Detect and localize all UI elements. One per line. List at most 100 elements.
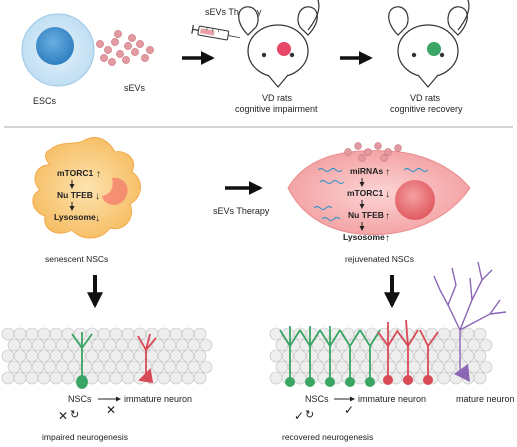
tissue-cell (443, 360, 457, 374)
sev-particle (108, 58, 116, 66)
tissue-cell (193, 349, 207, 363)
sev-particle (122, 56, 130, 64)
sev-particle (96, 40, 104, 48)
nsc-cell-body (305, 377, 315, 387)
rejuvenated-caption: rejuvenated NSCs (345, 254, 414, 264)
mirna-squiggles (313, 167, 429, 222)
tissue-cell (49, 327, 63, 341)
tissue-band-left (1, 327, 213, 385)
sev-particle (104, 46, 112, 54)
rej-mtorc1-label: mTORC1 (347, 188, 383, 198)
nsc-cell-bodies (285, 377, 375, 387)
tissue-cell (7, 360, 21, 374)
sen-lysosome-label: Lysosome (54, 212, 96, 222)
tissue-cell (365, 327, 379, 341)
immature-neuron-red-left (137, 333, 157, 384)
brain-lesion-marker (277, 42, 291, 56)
tissue-cell (199, 338, 213, 352)
cross-icon: ✕ (58, 409, 68, 423)
tissue-cell (353, 349, 367, 363)
tissue-cell (73, 349, 87, 363)
immature-neuron-body (423, 375, 433, 385)
tissue-cell (479, 360, 493, 374)
nsc-green-left (71, 332, 93, 389)
tissue-cell (293, 371, 307, 385)
tissue-cell (67, 360, 81, 374)
nsc-cell-body (325, 377, 335, 387)
tissue-cell (419, 360, 433, 374)
tissue-cell (181, 371, 195, 385)
tissue-cell (37, 371, 51, 385)
tissue-cell (157, 327, 171, 341)
tissue-cell (151, 360, 165, 374)
up-arrow-icon: ↑ (385, 167, 390, 178)
tissue-cell (121, 327, 135, 341)
tissue-cell (341, 349, 355, 363)
tissue-cell (31, 360, 45, 374)
tissue-cell (269, 371, 283, 385)
sev-particle (124, 42, 132, 50)
nscs-label-right: NSCs (305, 394, 329, 404)
rat-recovered (388, 0, 470, 88)
tissue-cell (25, 371, 39, 385)
tissue-cell (193, 371, 207, 385)
therapy-label-middle: sEVs Therapy (213, 206, 270, 216)
tissue-cell (467, 338, 481, 352)
tissue-cell (43, 338, 57, 352)
tissue-cell (145, 349, 159, 363)
sev-particle (364, 148, 372, 156)
tissue-cell (13, 371, 27, 385)
tissue-cell (479, 338, 493, 352)
tissue-cell (115, 338, 129, 352)
cross-icon: ✕ (106, 403, 116, 417)
rej-tfeb-label: Nu TFEB (348, 210, 384, 220)
sev-particle (116, 50, 124, 58)
tissue-cell (365, 349, 379, 363)
tissue-band-right (269, 327, 493, 385)
tissue-cell (49, 349, 63, 363)
rej-mirnas-label: miRNAs (350, 166, 383, 176)
tissue-cell (25, 327, 39, 341)
tissue-cell (473, 371, 487, 385)
rat-impaired (238, 0, 320, 88)
tissue-cell (383, 360, 397, 374)
down-arrow-icon: ↓ (95, 213, 100, 224)
tissue-cell (157, 349, 171, 363)
immature-label-left: immature neuron (124, 394, 192, 404)
therapy-label-top: sEVs Therapy (205, 7, 262, 17)
sev-particle (380, 154, 388, 162)
sev-particle (141, 54, 149, 62)
sevs-label: sEVs (124, 83, 146, 93)
immature-neuron-body (403, 375, 413, 385)
tissue-cell (25, 349, 39, 363)
tissue-cell (163, 360, 177, 374)
tissue-cell (133, 349, 147, 363)
tissue-cell (109, 327, 123, 341)
immature-neuron-red-right (377, 319, 439, 378)
tissue-cell (181, 349, 195, 363)
middle-panel: mTORC1 ↑ Nu TFEB ↓ Lysosome ↓ senescent … (32, 137, 471, 309)
immature-neuron-body (383, 375, 393, 385)
sev-particle (131, 48, 139, 56)
tissue-cell (169, 371, 183, 385)
sevs-cluster (344, 142, 402, 162)
tissue-cell (61, 349, 75, 363)
nsc-cell-body (345, 377, 355, 387)
rat2-label-line2: cognitive recovery (390, 104, 463, 114)
tissue-cell (61, 371, 75, 385)
tissue-cell (329, 327, 343, 341)
tissue-cell (1, 371, 15, 385)
tissue-cell (13, 327, 27, 341)
tissue-cell (7, 338, 21, 352)
tissue-cell (187, 360, 201, 374)
tissue-cell (109, 371, 123, 385)
rat2-label-line1: VD rats (410, 93, 441, 103)
sev-particle (374, 142, 382, 150)
tissue-cell (431, 338, 445, 352)
tissue-cell (1, 349, 15, 363)
sevs-cluster (96, 30, 154, 66)
tissue-cell (91, 338, 105, 352)
mature-label-right: mature neuron (456, 394, 515, 404)
check-icon: ✓ (344, 403, 354, 417)
